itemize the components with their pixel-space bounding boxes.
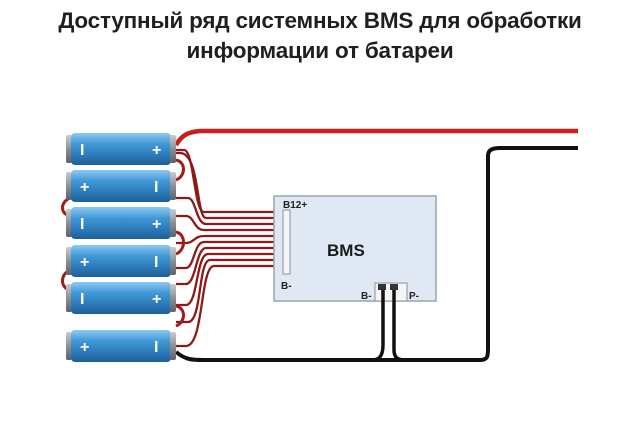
pin-b12-label: B12+ [283, 200, 307, 211]
bms-board [273, 195, 437, 302]
cell-2: I + [66, 207, 176, 239]
cell-3: + I [66, 245, 176, 277]
cell-1-right-symbol: I [154, 179, 158, 196]
pin-b-out-label: B- [361, 291, 372, 302]
balance-connector [282, 209, 291, 275]
cell-1: + I [66, 170, 176, 202]
cell-3-left-symbol: + [80, 254, 89, 271]
main-positive-wire [174, 128, 578, 147]
pin-b-minus-label: B- [281, 281, 292, 292]
cell-3-right-symbol: I [154, 254, 158, 271]
cell-0-left-symbol: I [80, 142, 84, 159]
page-title-line-2: информации от батареи [186, 38, 454, 63]
cell-2-left-symbol: I [80, 216, 84, 233]
page-title-line-1: Доступный ряд системных BMS для обработк… [58, 8, 582, 33]
cell-4-right-symbol: + [152, 291, 161, 308]
cell-4-left-symbol: I [80, 291, 84, 308]
bms-b-minus-wire [250, 286, 385, 362]
cell-5: + I [66, 330, 176, 362]
pin-p-out-label: P- [409, 291, 419, 302]
cell-5-right-symbol: I [154, 339, 158, 356]
cell-0-right-symbol: + [152, 142, 161, 159]
cell-1-left-symbol: + [80, 179, 89, 196]
bms-p-minus-wire [392, 286, 482, 362]
bms-label: BMS [327, 241, 365, 260]
cell-0: I + [66, 133, 176, 165]
cell-5-left-symbol: + [80, 339, 89, 356]
cell-2-right-symbol: + [152, 216, 161, 233]
main-negative-wire [174, 146, 578, 362]
cell-4: I + [66, 282, 176, 314]
